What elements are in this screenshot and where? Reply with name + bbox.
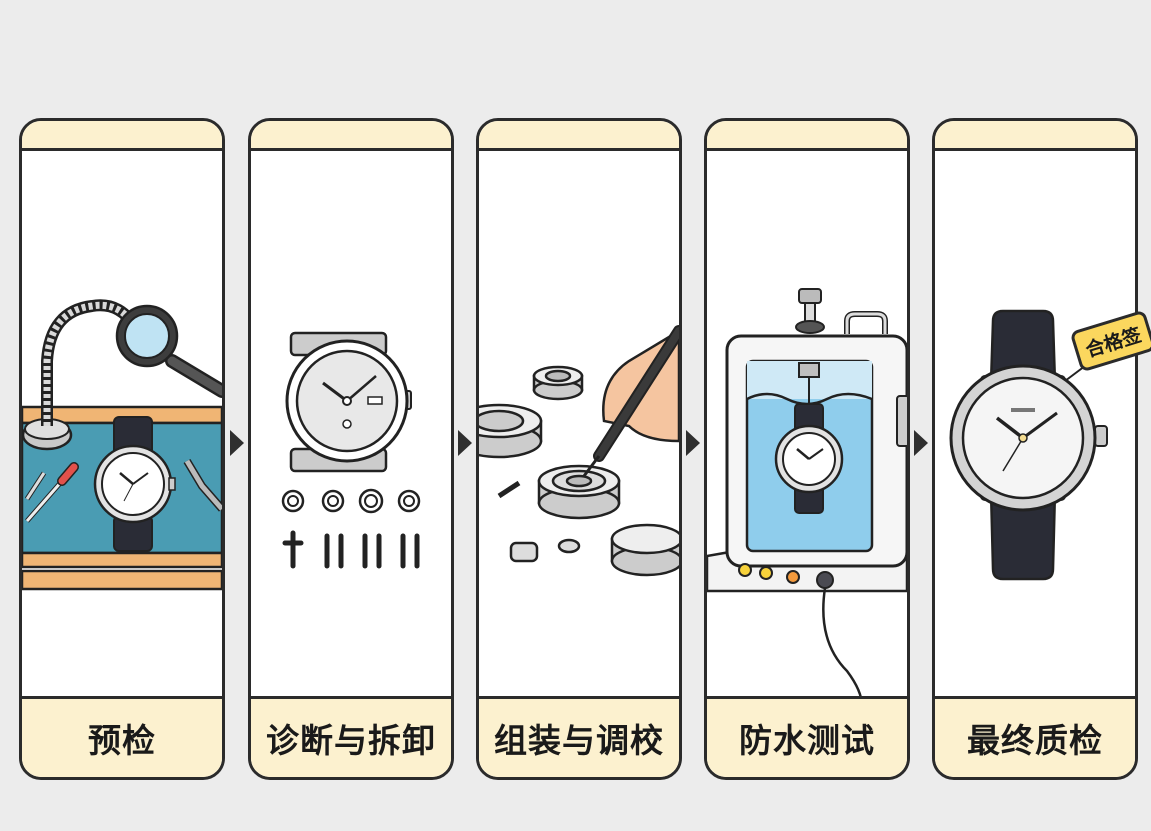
step-panel-waterproof-test: 防水测试	[704, 118, 910, 780]
assembly-illustration	[479, 325, 679, 577]
panel-header	[479, 121, 679, 151]
water-test-machine-illustration	[707, 288, 907, 707]
panel-header	[22, 121, 222, 151]
panel-footer: 预检	[22, 696, 222, 777]
panel-footer: 诊断与拆卸	[251, 696, 451, 777]
step-panel-final-qc: 最终质检	[932, 118, 1138, 780]
step-label: 诊断与拆卸	[266, 721, 436, 760]
panel-footer: 防水测试	[707, 696, 907, 777]
panel-header	[707, 121, 907, 151]
disassembled-watch-illustration	[281, 331, 421, 569]
finished-watch-illustration	[949, 309, 1108, 581]
arrow-right-icon	[686, 430, 700, 456]
panel-footer: 最终质检	[935, 696, 1135, 777]
step-label: 预检	[88, 721, 156, 760]
step-panel-assembly-calibration: 组装与调校	[476, 118, 682, 780]
arrow-right-icon	[230, 430, 244, 456]
arrow-right-icon	[458, 430, 472, 456]
step-panel-diagnosis-disassembly: 诊断与拆卸	[248, 118, 454, 780]
step-label: 最终质检	[967, 721, 1103, 760]
arrow-right-icon	[914, 430, 928, 456]
step-label: 组装与调校	[494, 721, 664, 760]
inspection-desk-illustration	[22, 299, 222, 591]
step-label: 防水测试	[739, 721, 875, 760]
panel-header	[251, 121, 451, 151]
panel-footer: 组装与调校	[479, 696, 679, 777]
tag-label: 合格签	[1082, 323, 1144, 362]
step-panel-preinspection: 预检	[19, 118, 225, 780]
panel-header	[935, 121, 1135, 151]
